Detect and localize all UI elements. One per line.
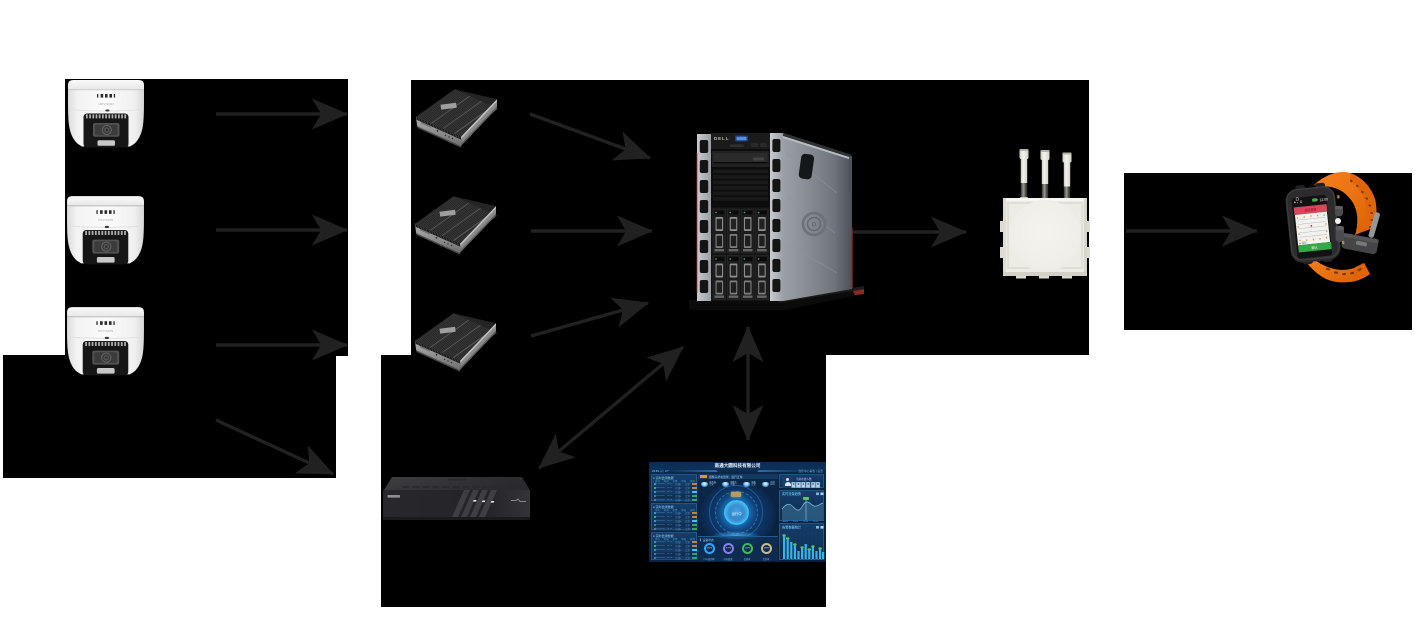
svg-text:▲ 定位: ▲ 定位 — [1299, 240, 1308, 245]
svg-text:08:00: 08:00 — [783, 521, 789, 522]
svg-text:12:00: 12:00 — [803, 521, 809, 522]
svg-text:10:00: 10:00 — [793, 521, 799, 522]
svg-text:超区报警: 超区报警 — [1304, 206, 1317, 213]
svg-text:D E L L: D E L L — [714, 136, 729, 141]
svg-text:14:00: 14:00 — [813, 521, 819, 522]
svg-text:D: D — [812, 223, 817, 229]
svg-text:告警数据统计: 告警数据统计 — [782, 525, 802, 530]
svg-text:确认: 确认 — [1311, 244, 1318, 250]
svg-text:12:00: 12:00 — [1319, 197, 1328, 202]
svg-text:实时流量趋势: 实时流量趋势 — [782, 491, 802, 496]
